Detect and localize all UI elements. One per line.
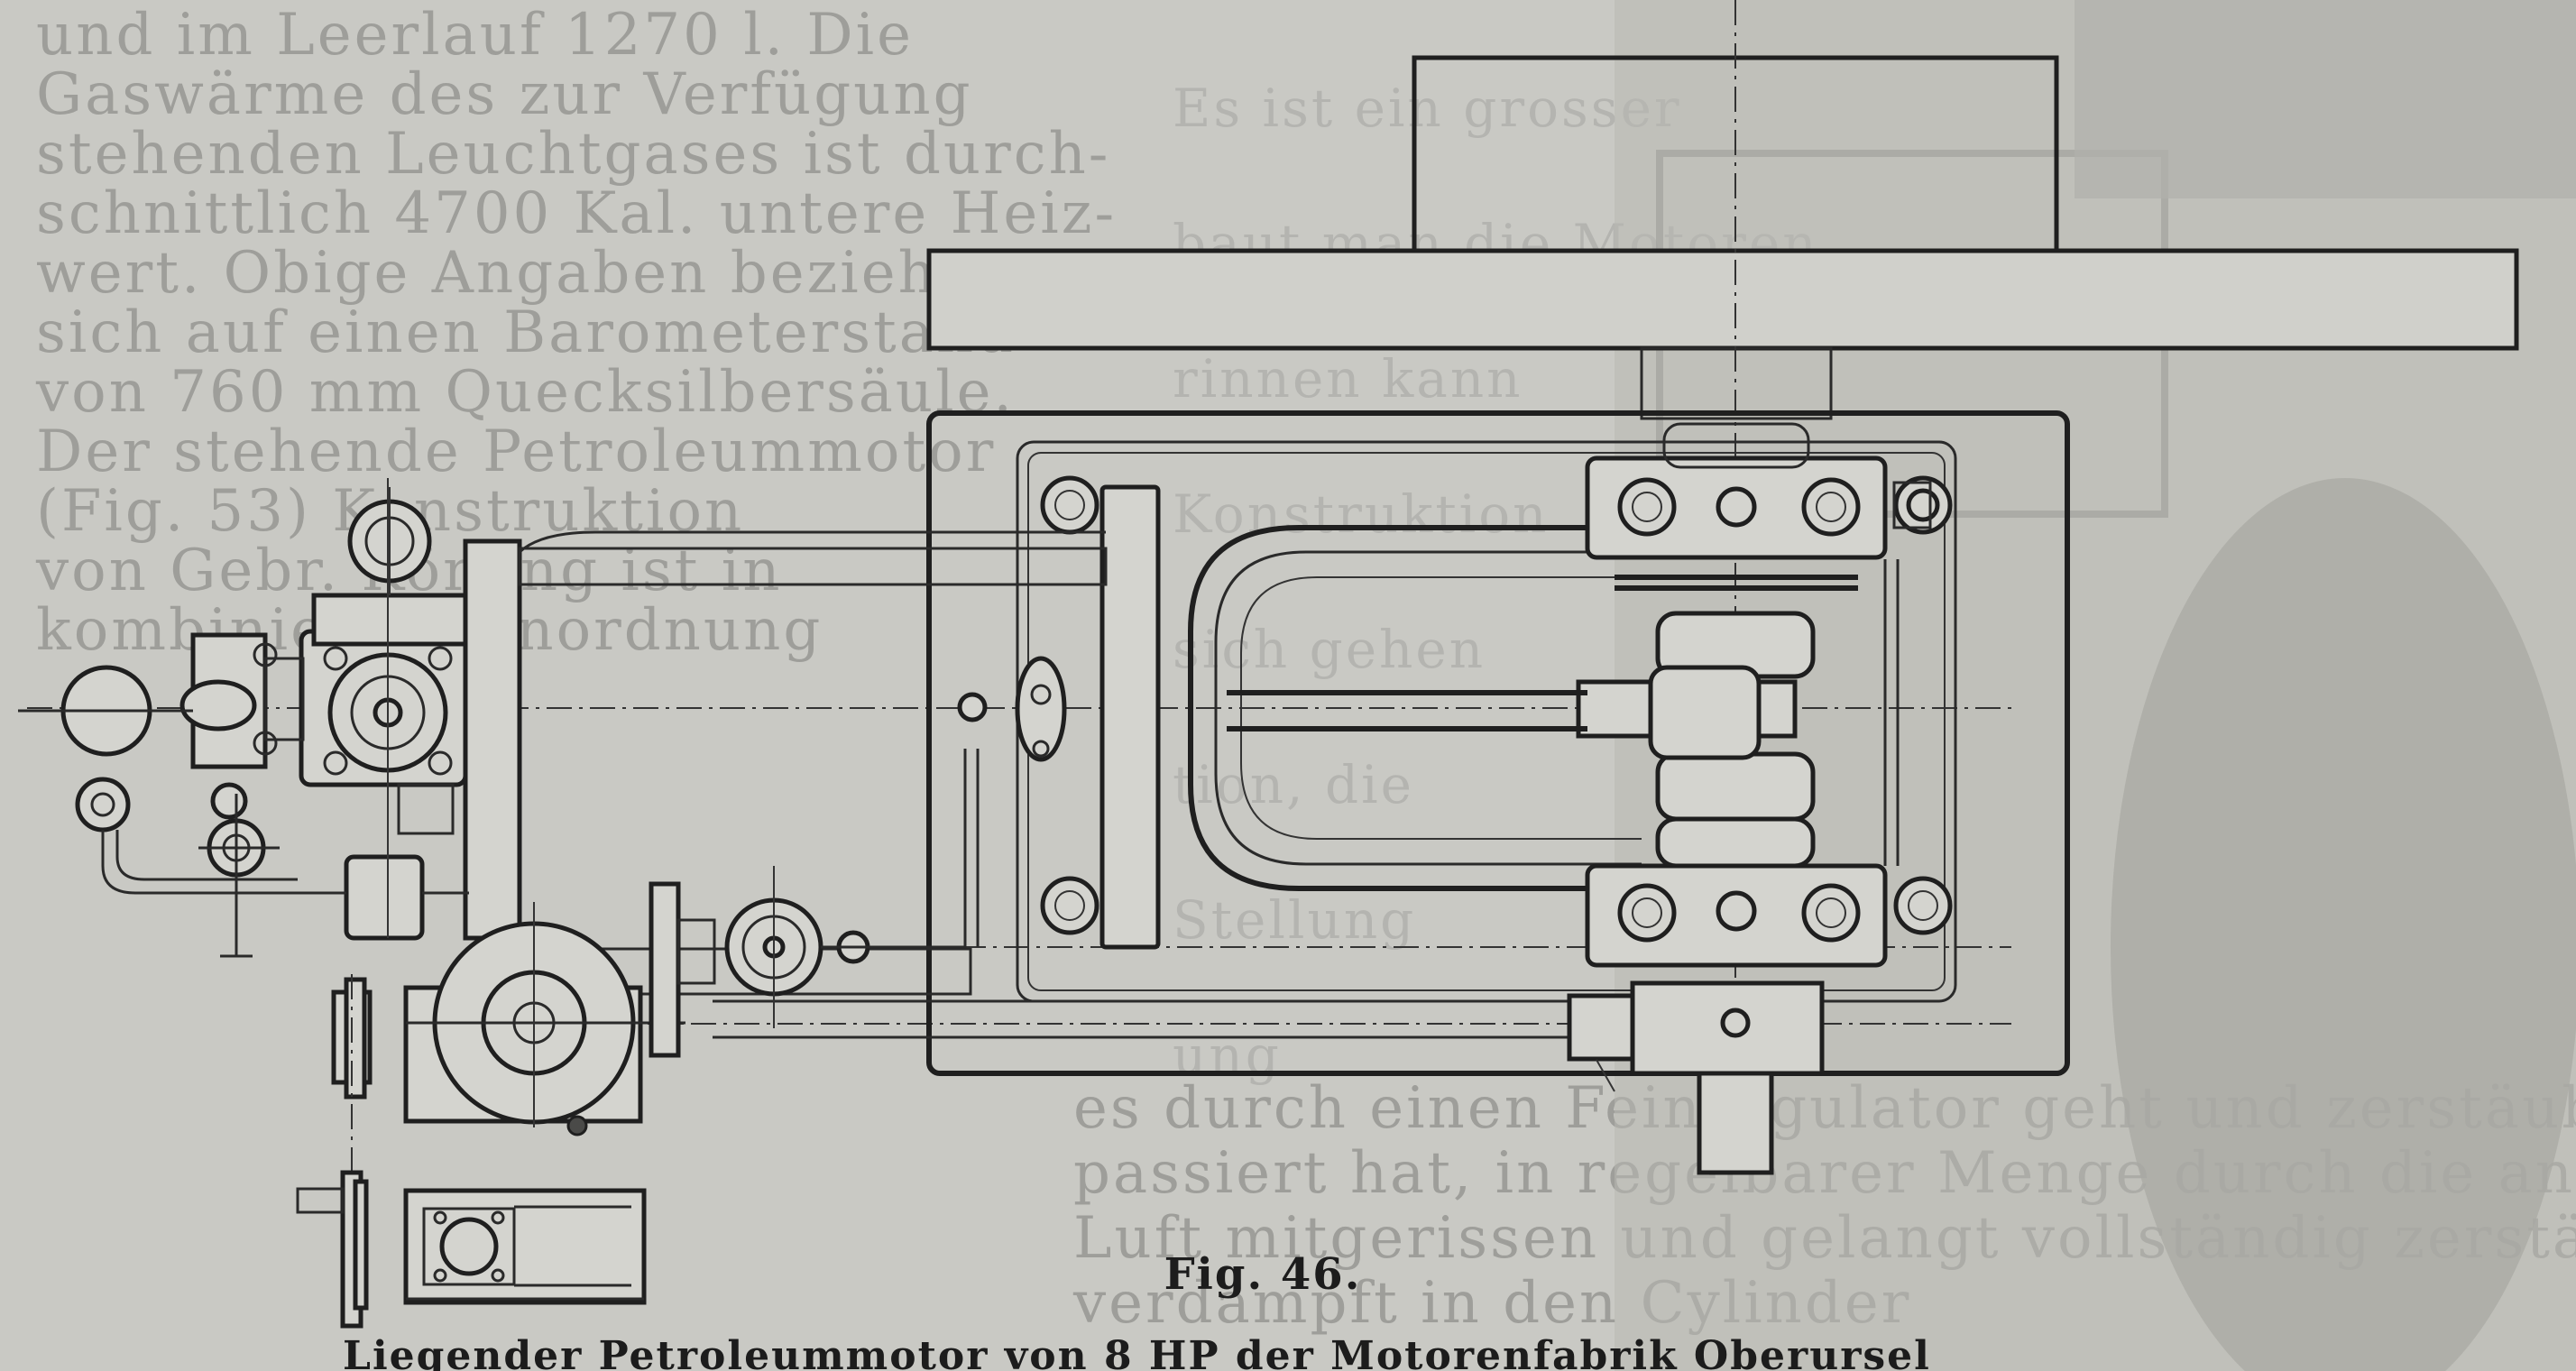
bleed-left-line: Der stehende Petroleummotor: [36, 419, 996, 485]
bleed-right-line: sich gehen: [1173, 619, 1486, 680]
vaporiser: [179, 632, 305, 820]
side-shaft-bearing: [1567, 980, 1825, 1175]
bleed-left-line: Gaswärme des zur Verfügung: [36, 61, 973, 128]
flywheel-bearing-bolts: [1883, 481, 1940, 866]
exhaust-pipe: [347, 487, 432, 595]
lubricator: [957, 656, 1067, 762]
bleed-left-line: schnittlich 4700 Kal. untere Heiz-: [36, 180, 1117, 247]
bleed-left-line: sich auf einen Barometerstand: [36, 299, 1016, 366]
crank-assembly: [1227, 611, 1816, 869]
bleed-left-line: wert. Obige Angaben beziehen: [36, 240, 1015, 307]
bleed-left-line: stehenden Leuchtgases ist durch-: [36, 121, 1110, 188]
bleed-right-line: tion, die: [1173, 754, 1414, 815]
main-bearing-top: [1585, 422, 1888, 591]
cylinder-head: [299, 593, 468, 835]
igniter-box: [403, 1188, 647, 1305]
bleed-right-line: Konstruktion: [1173, 483, 1549, 545]
crosshead-guide: [1188, 525, 1642, 891]
figure-caption: Liegender Petroleummotor von 8 HP der Mo…: [343, 1333, 1931, 1371]
fuel-piping: [101, 794, 469, 958]
bleed-left-line: von 760 mm Quecksilbersäule.: [35, 359, 1015, 426]
bleed-left-line: und im Leerlauf 1270 l. Die: [36, 2, 914, 69]
bleed-right-line: Es ist ein grosser: [1173, 78, 1682, 139]
flywheel: [926, 55, 2519, 420]
ignition-pump: [403, 921, 685, 1136]
bleed-photo-shade: [2075, 0, 2576, 198]
guide-plate: [1099, 484, 1161, 950]
bleed-right-line: Stellung: [1173, 889, 1416, 951]
fuel-pump-sphere: [18, 665, 193, 833]
side-gear: [296, 974, 373, 1329]
figure-label: Fig. 46.: [1164, 1249, 1362, 1300]
bleed-right-line: rinnen kann: [1173, 348, 1523, 409]
main-bearing-bottom: [1585, 863, 1888, 968]
bleed-photo-figure: [2111, 478, 2576, 1371]
